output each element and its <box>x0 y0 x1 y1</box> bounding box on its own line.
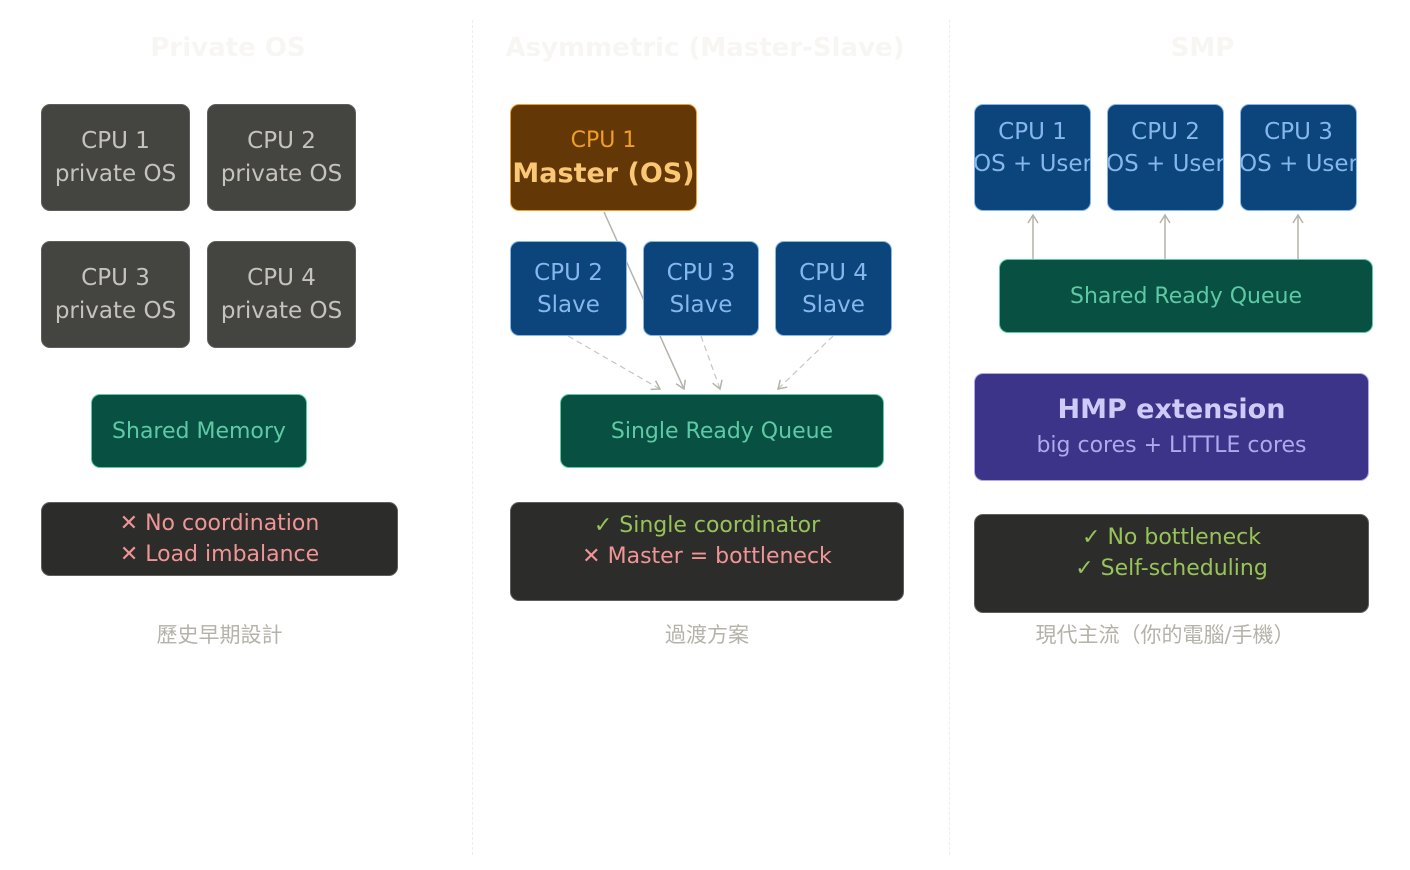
note-line: ✕ Load imbalance <box>119 542 320 567</box>
shared-label: Single Ready Queue <box>610 418 834 444</box>
shared-ready-queue-box: Shared Ready Queue <box>999 259 1373 333</box>
column-divider <box>472 20 473 855</box>
cpu-role: OS + User <box>1240 151 1357 177</box>
cpu-box: CPU 1 private OS <box>41 104 190 211</box>
check-icon: ✓ <box>593 513 613 538</box>
cpu-role: private OS <box>54 297 177 324</box>
column-divider <box>949 20 950 855</box>
cpu-role: private OS <box>220 160 343 187</box>
column-caption: 過渡方案 <box>665 623 749 647</box>
cpu-role: Master (OS) <box>512 157 695 189</box>
cpu-name: CPU 3 <box>1264 119 1333 145</box>
shared-memory-box: Shared Memory <box>91 394 307 468</box>
slave-cpu-box: CPU 4 Slave <box>775 241 892 336</box>
slave-cpu-box: CPU 3 Slave <box>643 241 759 336</box>
arrow-slave3-to-queue <box>700 335 723 391</box>
cpu-name: CPU 1 <box>998 119 1067 145</box>
cpu-name: CPU 4 <box>799 259 868 286</box>
cpu-role: Slave <box>802 291 865 318</box>
hmp-subtitle: big cores + LITTLE cores <box>1036 433 1307 458</box>
single-ready-queue-box: Single Ready Queue <box>560 394 884 468</box>
cpu-role: OS + User <box>974 151 1091 177</box>
cpu-name: CPU 4 <box>247 264 316 291</box>
note-line: ✓ Single coordinator <box>593 513 821 538</box>
shared-label: Shared Ready Queue <box>1069 283 1302 309</box>
x-icon: ✕ <box>119 542 139 567</box>
cpu-box: CPU 2 private OS <box>207 104 356 211</box>
cpu-role: private OS <box>220 297 343 324</box>
smp-cpu-box: CPU 3 OS + User <box>1240 104 1357 211</box>
column-title-smp: SMP <box>1170 33 1235 63</box>
smp-cpu-box: CPU 1 OS + User <box>974 104 1091 211</box>
note-line: ✓ No bottleneck <box>1082 525 1261 550</box>
notes-box: ✕ No coordination ✕ Load imbalance <box>41 502 398 576</box>
cpu-name: CPU 1 <box>570 127 637 153</box>
column-title-private-os: Private OS <box>150 33 306 63</box>
note-line: ✓ Self-scheduling <box>1075 556 1268 581</box>
notes-box: ✓ No bottleneck ✓ Self-scheduling <box>974 514 1369 613</box>
check-icon: ✓ <box>1075 556 1094 581</box>
x-icon: ✕ <box>119 511 139 536</box>
x-icon: ✕ <box>582 544 601 569</box>
cpu-name: CPU 2 <box>247 127 316 154</box>
master-cpu-box: CPU 1 Master (OS) <box>510 104 697 211</box>
cpu-name: CPU 3 <box>666 259 736 286</box>
column-caption: 現代主流（你的電腦/手機） <box>1035 623 1295 647</box>
cpu-name: CPU 2 <box>534 259 603 286</box>
shared-label: Shared Memory <box>112 418 286 444</box>
cpu-name: CPU 3 <box>81 264 150 291</box>
cpu-role: OS + User <box>1107 151 1224 177</box>
check-icon: ✓ <box>1082 525 1101 550</box>
arrow-slave2-to-queue <box>567 335 662 391</box>
cpu-name: CPU 1 <box>81 127 150 154</box>
notes-box: ✓ Single coordinator ✕ Master = bottlene… <box>510 502 904 601</box>
cpu-box: CPU 3 private OS <box>41 241 190 348</box>
note-line: ✕ Master = bottleneck <box>582 544 832 569</box>
hmp-title: HMP extension <box>1057 394 1286 425</box>
note-line: ✕ No coordination <box>119 511 320 536</box>
column-caption: 歷史早期設計 <box>156 623 283 647</box>
cpu-role: Slave <box>669 291 733 318</box>
slave-cpu-box: CPU 2 Slave <box>510 241 627 336</box>
hmp-extension-box: HMP extension big cores + LITTLE cores <box>974 373 1369 481</box>
arrow-slave4-to-queue <box>776 335 834 390</box>
cpu-box: CPU 4 private OS <box>207 241 356 348</box>
cpu-role: Slave <box>537 291 600 318</box>
cpu-name: CPU 2 <box>1131 119 1200 145</box>
cpu-role: private OS <box>54 160 177 187</box>
column-title-asymmetric: Asymmetric (Master-Slave) <box>505 33 905 63</box>
smp-cpu-box: CPU 2 OS + User <box>1107 104 1224 211</box>
